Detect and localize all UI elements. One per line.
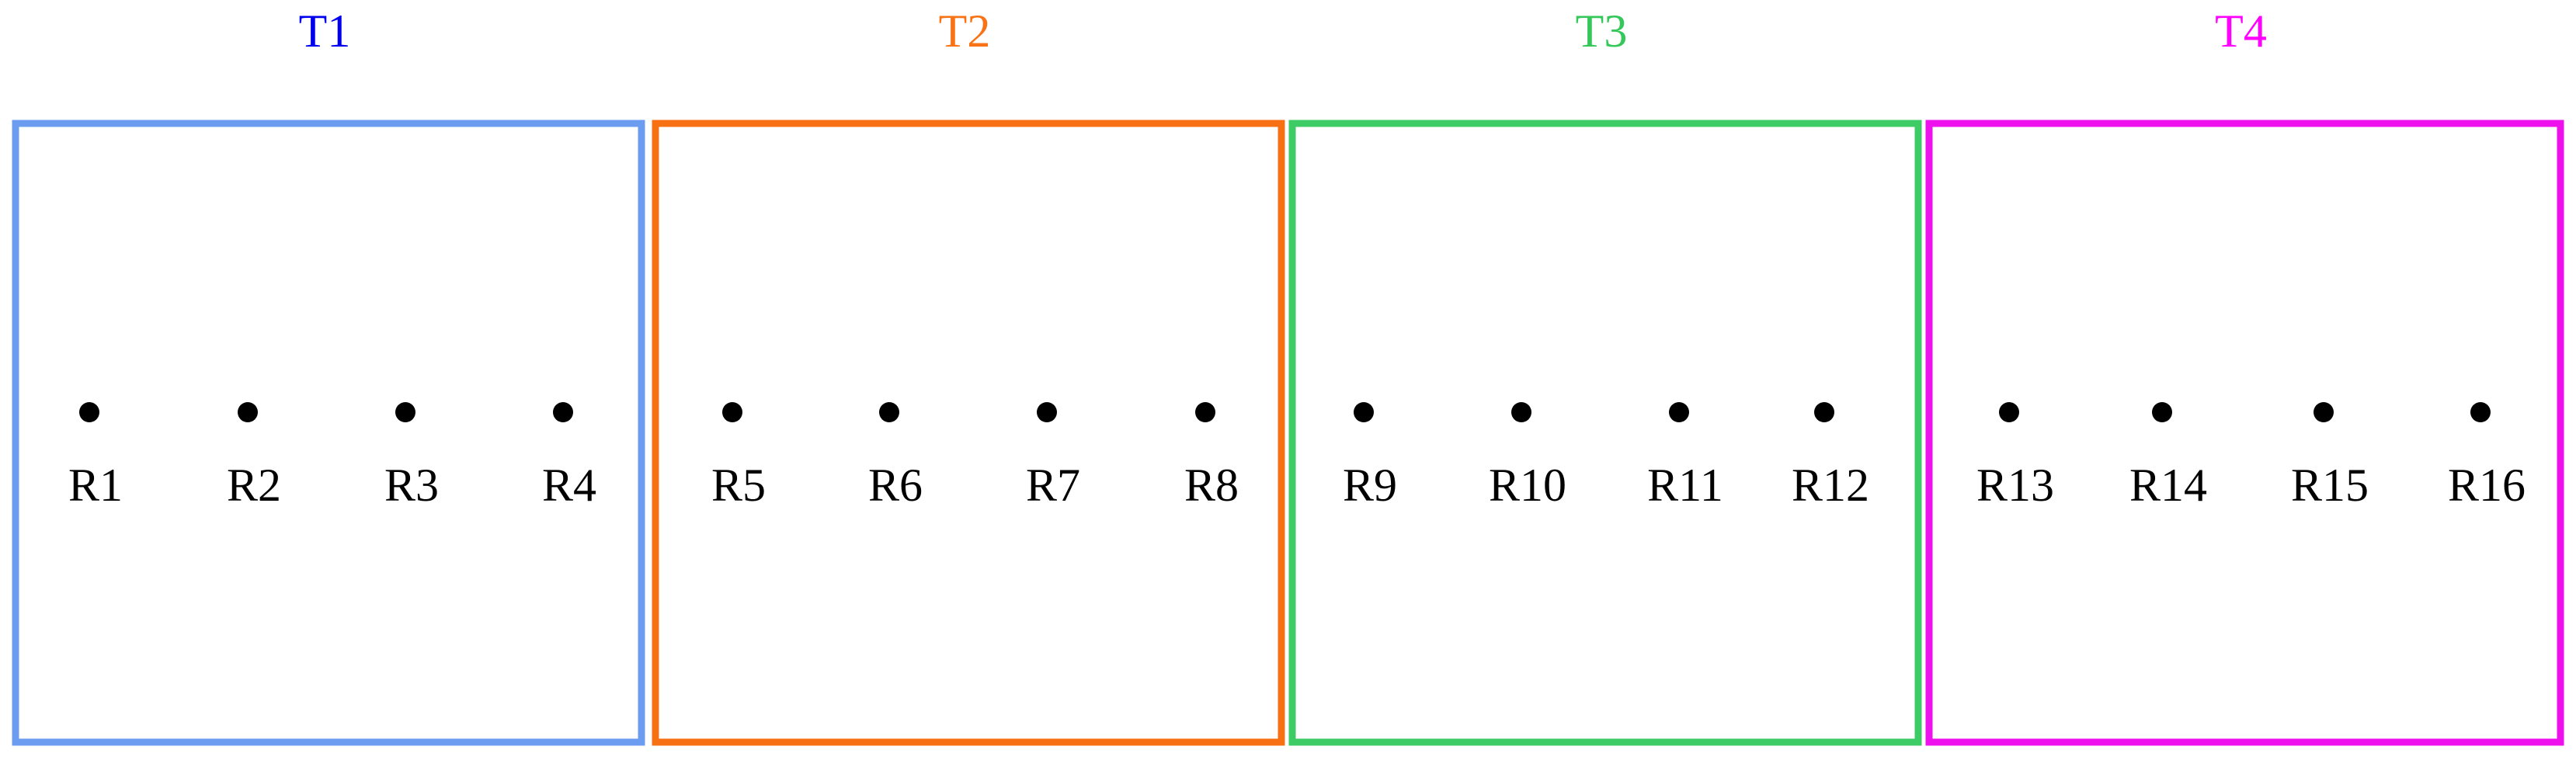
- node-label: R15: [2291, 460, 2369, 511]
- node-dot: [1814, 402, 1834, 422]
- node-label: R4: [542, 460, 596, 511]
- node-dot: [1511, 402, 1531, 422]
- node-dot: [395, 402, 415, 422]
- node-label: R2: [227, 460, 281, 511]
- node-dot: [1037, 402, 1057, 422]
- group-title: T1: [299, 5, 351, 57]
- node-label: R7: [1026, 460, 1080, 511]
- group-title: T4: [2215, 5, 2267, 57]
- node-label: R5: [711, 460, 766, 511]
- node-label: R10: [1489, 460, 1566, 511]
- node-dot: [553, 402, 573, 422]
- group-title: T2: [939, 5, 991, 57]
- node-dot: [2314, 402, 2334, 422]
- node-dot: [1354, 402, 1374, 422]
- node-dot: [879, 402, 899, 422]
- node-label: R6: [868, 460, 923, 511]
- group-title: T3: [1576, 5, 1628, 57]
- group-box: [1288, 120, 1922, 746]
- node-dot: [2470, 402, 2491, 422]
- node-label: R1: [68, 460, 123, 511]
- node-label: R16: [2448, 460, 2526, 511]
- node-label: R3: [384, 460, 439, 511]
- node-label: R13: [1976, 460, 2054, 511]
- node-label: R9: [1343, 460, 1397, 511]
- node-dot: [238, 402, 258, 422]
- node-dot: [1669, 402, 1689, 422]
- node-label: R11: [1647, 460, 1723, 511]
- group-box: [652, 120, 1285, 746]
- node-dot: [1195, 402, 1215, 422]
- node-label: R8: [1184, 460, 1239, 511]
- node-dot: [1999, 402, 2019, 422]
- node-label: R12: [1792, 460, 1869, 511]
- node-dot: [722, 402, 742, 422]
- node-dot: [79, 402, 99, 422]
- node-dot: [2152, 402, 2172, 422]
- group-box: [1925, 120, 2564, 746]
- node-label: R14: [2129, 460, 2207, 511]
- group-box: [12, 120, 645, 746]
